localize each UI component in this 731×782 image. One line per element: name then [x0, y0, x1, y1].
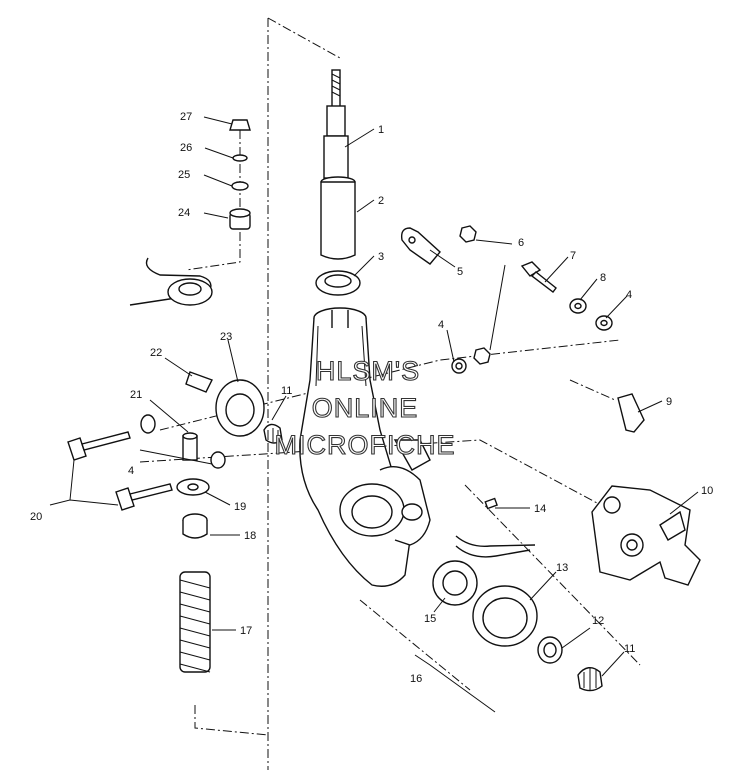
- callout-3: 3: [378, 251, 384, 263]
- callout-8: 8: [600, 272, 606, 284]
- watermark-line-3: MICROFICHE: [275, 430, 456, 460]
- callout-17: 17: [240, 625, 252, 637]
- part-13-hub-ring: [472, 585, 538, 647]
- part-22-grease-fitting: [185, 371, 213, 393]
- callout-27: 27: [180, 111, 192, 123]
- part-4-washer-right: [595, 315, 613, 331]
- part-27-nut: [229, 119, 251, 131]
- callout-13: 13: [556, 562, 568, 574]
- callout-6: 6: [518, 237, 524, 249]
- watermark: HLSM'S ONLINE MICROFICHE: [274, 355, 456, 460]
- part-4-washer-left-top: [140, 414, 156, 434]
- callout-24: 24: [178, 207, 190, 219]
- spindle-housing: [299, 307, 431, 587]
- part-4-washer-mid: [451, 358, 467, 374]
- part-23-bearing-ring: [215, 379, 265, 437]
- part-6-nuts: [459, 225, 491, 365]
- callout-labels: 1 2 3 4 4 4 5 6 7 8 9 10 11 11 12 13 14 …: [30, 111, 713, 685]
- callout-18: 18: [244, 530, 256, 542]
- callout-11: 11: [624, 643, 635, 655]
- watermark-line-2: ONLINE: [312, 393, 419, 423]
- callout-5: 5: [457, 266, 463, 278]
- part-14-sensor: [455, 497, 536, 558]
- callout-22: 22: [150, 347, 162, 359]
- part-11-castle-nut-right: [577, 667, 603, 692]
- callout-15: 15: [424, 613, 436, 625]
- part-18-bushing: [182, 513, 208, 539]
- part-4-washer-left: [210, 451, 226, 469]
- callout-21: 21: [130, 389, 142, 401]
- watermark-line-1: HLSM'S: [316, 356, 420, 386]
- part-2-strut-body: [320, 176, 356, 260]
- assembly-centerlines: [139, 17, 641, 770]
- callout-25: 25: [178, 169, 190, 181]
- part-15-seal: [432, 560, 478, 606]
- upper-arm-fragment: [129, 257, 213, 306]
- callout-2: 2: [378, 195, 384, 207]
- part-21-fitting: [182, 432, 198, 461]
- part-8-washer: [569, 298, 587, 314]
- callout-14: 14: [534, 503, 546, 515]
- part-11-castle-nut-left: [263, 423, 283, 444]
- part-17-coil-spring: [179, 571, 211, 673]
- part-26-washer: [232, 154, 248, 162]
- part-20-bolts: [67, 431, 173, 511]
- callout-4: 4: [438, 319, 444, 331]
- callout-20: 20: [30, 511, 42, 523]
- callout-12: 12: [592, 615, 604, 627]
- part-19-washer: [176, 478, 210, 496]
- part-9-pad: [617, 393, 645, 433]
- callout-23: 23: [220, 331, 232, 343]
- callout-11: 11: [281, 385, 292, 397]
- part-16-bracket-line: [414, 654, 496, 713]
- callout-4: 4: [128, 465, 134, 477]
- callout-26: 26: [180, 142, 192, 154]
- callout-19: 19: [234, 501, 246, 513]
- leader-lines: [49, 116, 699, 677]
- part-12-bearing: [537, 636, 563, 664]
- part-24-bushing: [229, 208, 251, 230]
- part-25-washer: [231, 181, 249, 191]
- callout-4: 4: [626, 289, 632, 301]
- callout-9: 9: [666, 396, 672, 408]
- callout-7: 7: [570, 250, 576, 262]
- callout-16: 16: [410, 673, 422, 685]
- part-5-bracket: [400, 227, 441, 265]
- part-3-bearing-plate: [315, 270, 361, 296]
- part-10-caliper: [591, 485, 701, 586]
- callout-10: 10: [701, 485, 713, 497]
- callout-1: 1: [378, 124, 384, 136]
- part-1-strut-shaft: [323, 69, 349, 179]
- part-7-bolt: [520, 261, 557, 293]
